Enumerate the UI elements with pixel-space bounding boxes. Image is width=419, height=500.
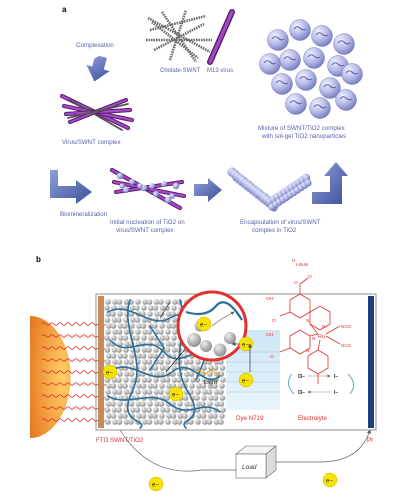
electron-label: e− xyxy=(326,479,333,485)
electron-2: e− xyxy=(103,365,117,379)
encapsulation-to-mixture-arrow xyxy=(312,162,348,204)
electrolyte-label: Electrolyte xyxy=(298,415,327,422)
fto-swnt-tio2-label: FTO SWNT/TiO2 xyxy=(96,437,144,444)
electron-label: e− xyxy=(200,323,207,329)
electron-4: e− xyxy=(239,337,253,351)
initial-nucleation-label-line2: virus/SWNT complex xyxy=(116,227,175,234)
pt-cathode xyxy=(368,296,374,428)
electron-label: e− xyxy=(242,379,249,385)
oh1-label: OH xyxy=(266,296,274,302)
panel-a-letter: a xyxy=(62,5,67,14)
triiodide-top: I3− xyxy=(298,374,305,380)
o3-label: O xyxy=(270,354,274,360)
fto-electrode xyxy=(98,296,104,428)
ncs2-label: NCS xyxy=(341,343,351,349)
panel-b-letter: b xyxy=(36,255,41,264)
light-label: Light xyxy=(204,380,217,386)
n4-label: N xyxy=(322,324,326,330)
o-neg-label: O xyxy=(308,274,312,280)
mixture-label-line1: Mixture of SWNT/TiO2 complex xyxy=(258,125,346,132)
biomineralization-label: Biomineralization xyxy=(60,211,108,218)
electron-5: e− xyxy=(239,373,253,387)
complexation-label: Complexation xyxy=(76,42,114,49)
biomineralization-arrow xyxy=(50,170,92,204)
ncs1-label: NCS xyxy=(341,324,351,330)
encapsulation-illustration xyxy=(227,167,311,211)
cholate-swnt-label: Cholate-SWNT xyxy=(160,68,201,74)
iodide-top: I− xyxy=(334,374,338,380)
m13-virus-label: M13 virus xyxy=(207,68,233,74)
n1-label: N xyxy=(306,318,310,324)
electron-3: e− xyxy=(169,387,183,401)
cholate-swnt-illustration xyxy=(146,10,212,62)
encapsulation-label-line1: Encapsulation of virus/SWNT xyxy=(240,219,321,226)
electron-1: e− xyxy=(197,317,211,331)
n3-label: N xyxy=(306,348,310,354)
initial-nucleation-label-line1: Initial nucleation of TiO2 on xyxy=(110,219,185,226)
iodide-bottom: I− xyxy=(334,390,338,396)
triiodide-bottom: I3− xyxy=(298,390,305,396)
redox-couple: I− I3− I− I3− xyxy=(288,374,353,396)
complexation-arrow xyxy=(83,53,113,84)
mixture-illustration xyxy=(260,20,363,119)
nucleation-to-encapsulation-arrow xyxy=(194,178,222,202)
pt-label: Pt xyxy=(367,437,373,444)
n2-label: N xyxy=(312,336,316,342)
virus-swnt-complex-label: Virus/SWNT complex xyxy=(62,139,121,146)
oh2-label: OH xyxy=(266,332,274,338)
m13-virus-illustration xyxy=(210,12,232,62)
load-box xyxy=(236,446,276,478)
mixture-label-line2: with sol-gel TiO2 nanoparticles xyxy=(261,133,346,140)
o2-label: O xyxy=(272,318,276,324)
ru-label: Ru xyxy=(318,334,325,340)
o1-label: O xyxy=(294,280,298,286)
tbua-label: t-BuN xyxy=(296,262,309,268)
electron-label: e− xyxy=(106,371,113,377)
electron-label: e− xyxy=(152,483,159,489)
electron-label: e− xyxy=(242,343,249,349)
encapsulation-label-line2: complex in TiO2 xyxy=(252,227,297,234)
electron-label: e− xyxy=(172,393,179,399)
dye-n719-label: Dye N719 xyxy=(236,415,264,422)
nh-label: H xyxy=(292,258,296,264)
virus-swnt-complex-illustration xyxy=(62,96,132,130)
initial-nucleation-illustration xyxy=(112,170,184,208)
electron-6: e− xyxy=(149,477,163,491)
electron-7: e− xyxy=(323,473,337,487)
load-label: Load xyxy=(242,464,257,471)
